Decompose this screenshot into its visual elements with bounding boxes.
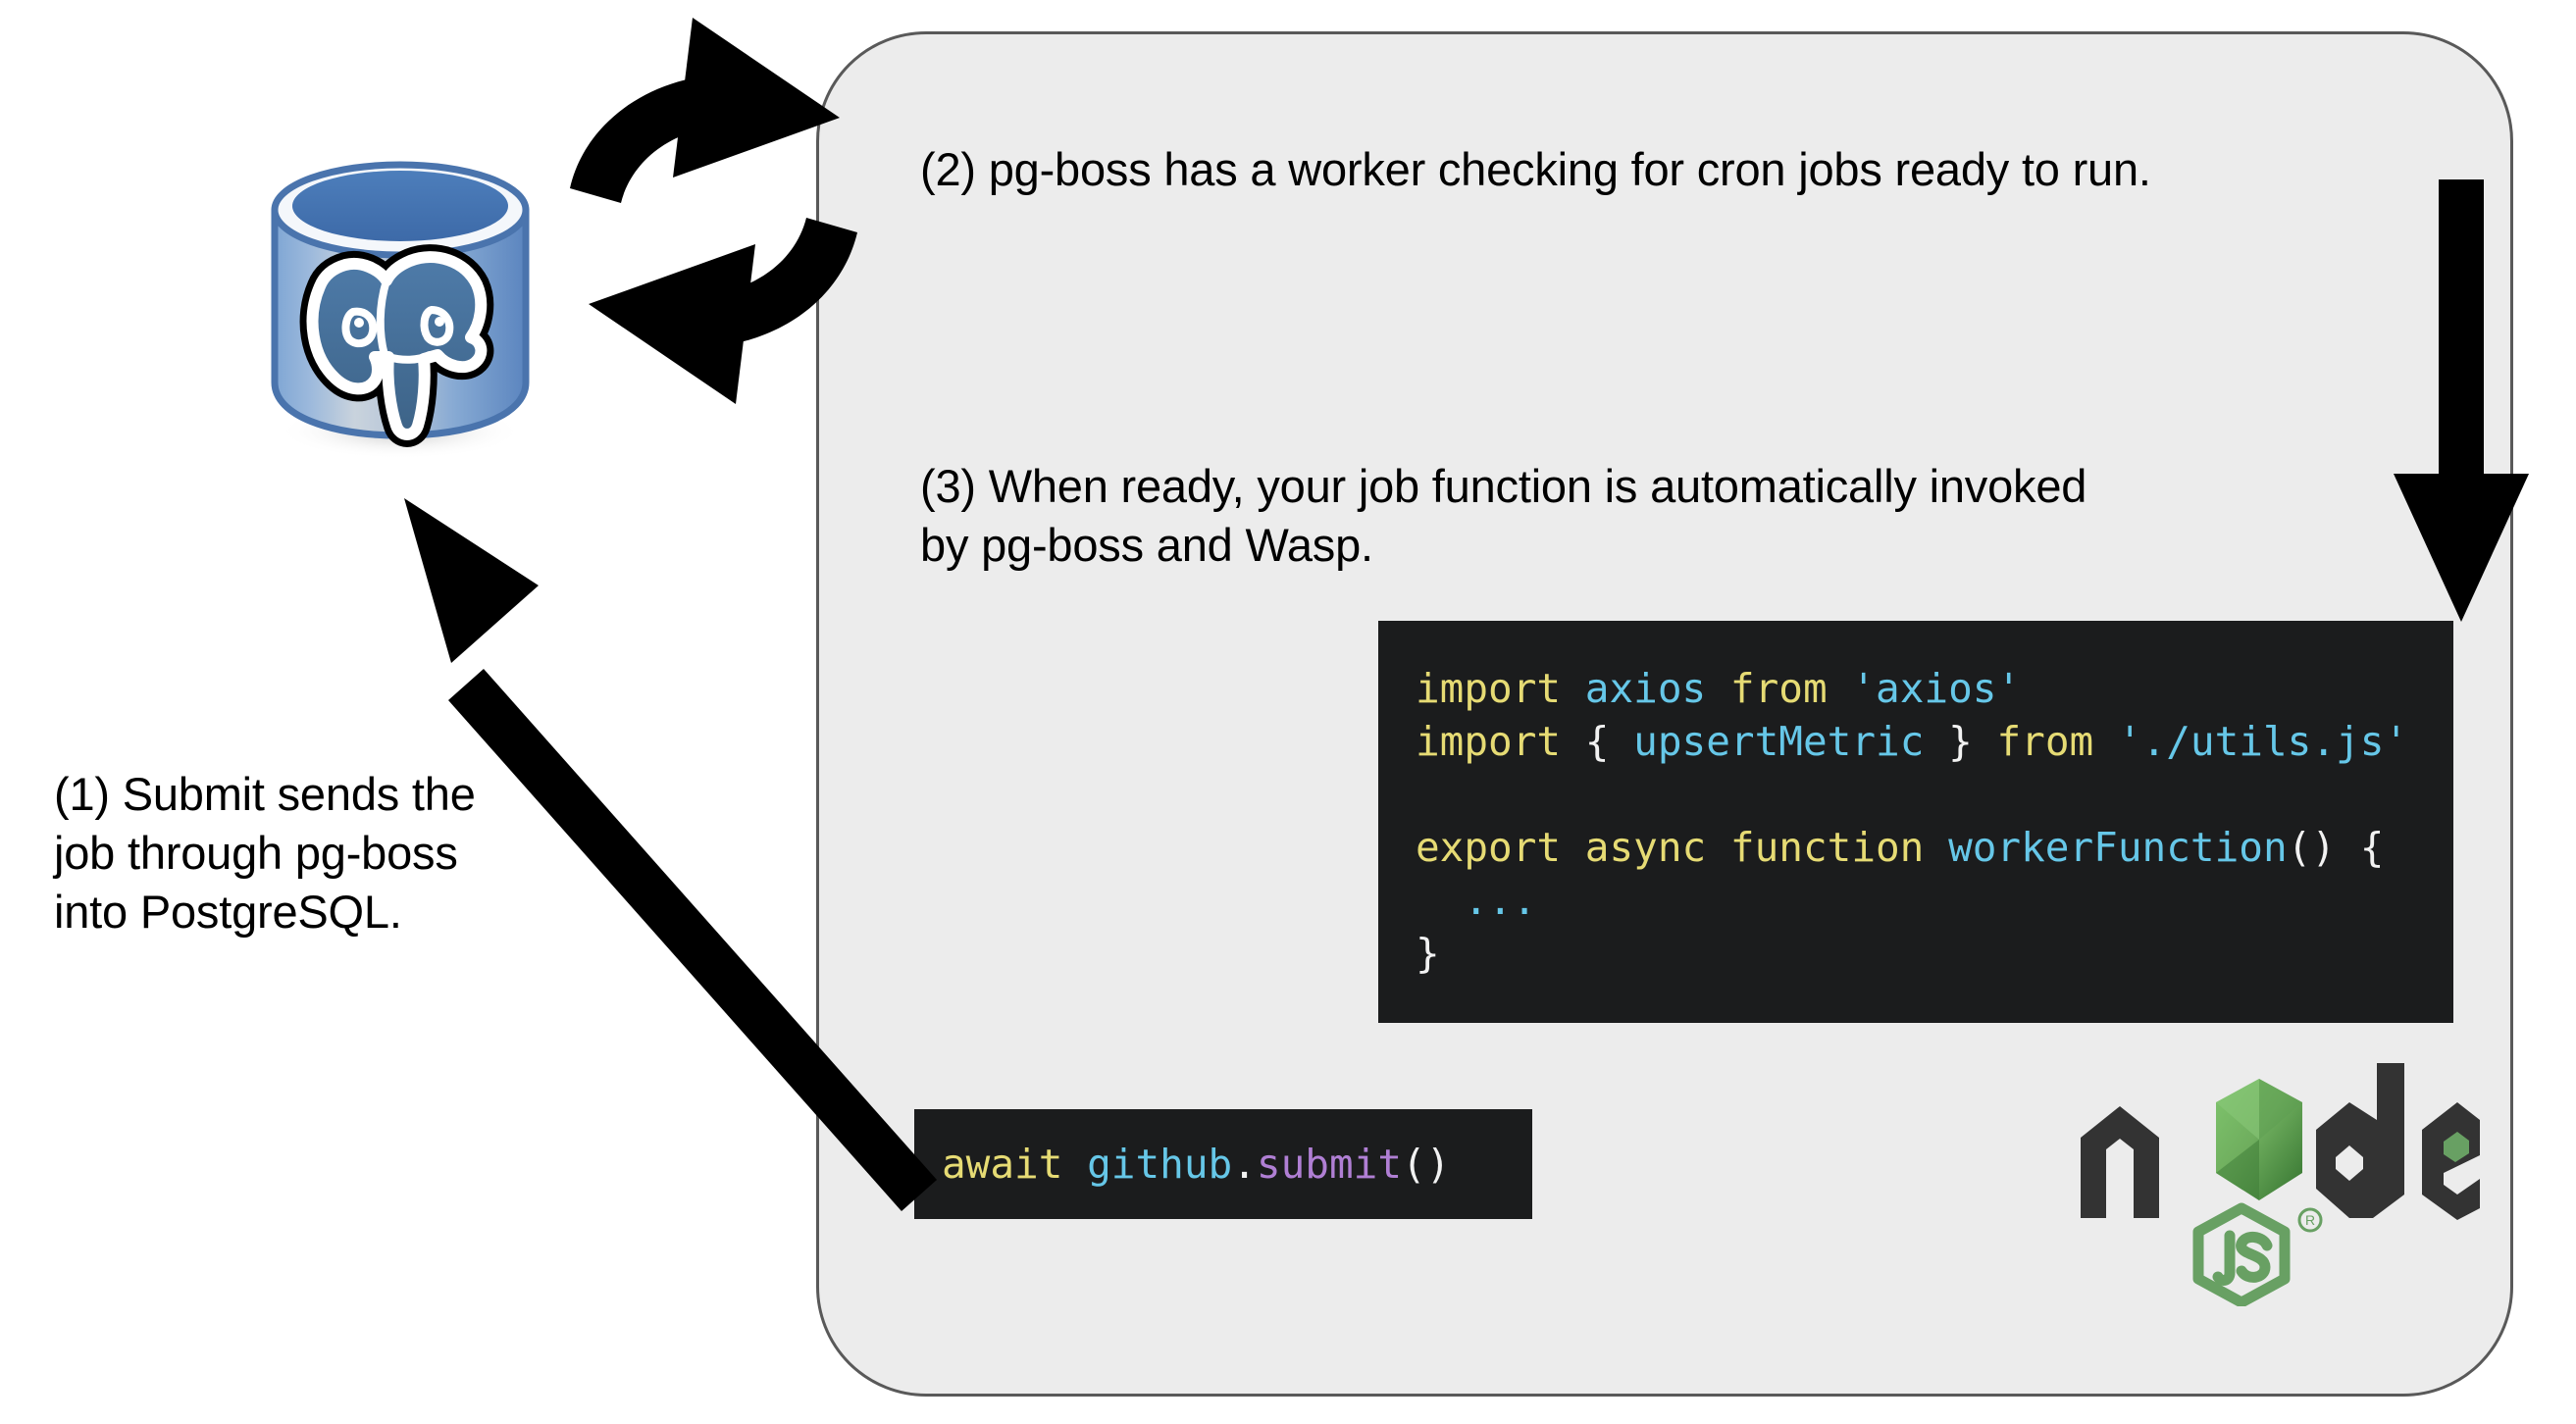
- code-token-kw: import: [1416, 718, 1585, 765]
- code-token-str: './utils.js': [2117, 718, 2409, 765]
- annotation-step-2: (2) pg-boss has a worker checking for cr…: [920, 143, 2151, 195]
- code-token-kw: from: [1996, 718, 2118, 765]
- code-token-pun: }: [1416, 930, 1440, 977]
- code-token-fn: workerFunction: [1948, 824, 2288, 871]
- code-token-str: 'axios': [1851, 665, 2022, 712]
- code-token-meth: submit: [1256, 1141, 1403, 1188]
- code-token-pun: (): [1402, 1141, 1451, 1188]
- code-token-id: upsertMetric: [1633, 718, 1949, 765]
- annotation-step-1: (1) Submit sends the job through pg-boss…: [54, 768, 476, 939]
- nodejs-logo: R: [2073, 1063, 2480, 1308]
- code-token-pun: }: [1948, 718, 1997, 765]
- code-token-kw: import: [1416, 665, 1585, 712]
- submit-call-code-block: await github.submit(): [914, 1109, 1532, 1219]
- code-token-kw: await: [942, 1141, 1088, 1188]
- annotation-step-3: (3) When ready, your job function is aut…: [920, 460, 2087, 572]
- code-token-pun: {: [1584, 718, 1634, 765]
- code-token-pun: () {: [2287, 824, 2385, 871]
- code-token-pun: .: [1232, 1141, 1257, 1188]
- sync-arrows-icon: [570, 18, 857, 404]
- code-token-kw: from: [1729, 665, 1852, 712]
- svg-text:R: R: [2305, 1212, 2315, 1228]
- worker-function-code-block: import axios from 'axios' import { upser…: [1378, 621, 2453, 1023]
- code-token-dots: ...: [1416, 877, 1537, 924]
- code-token-id: github: [1087, 1141, 1233, 1188]
- code-token-kw: export async function: [1416, 824, 1949, 871]
- postgresql-logo: [257, 149, 543, 465]
- code-token-id: axios: [1584, 665, 1730, 712]
